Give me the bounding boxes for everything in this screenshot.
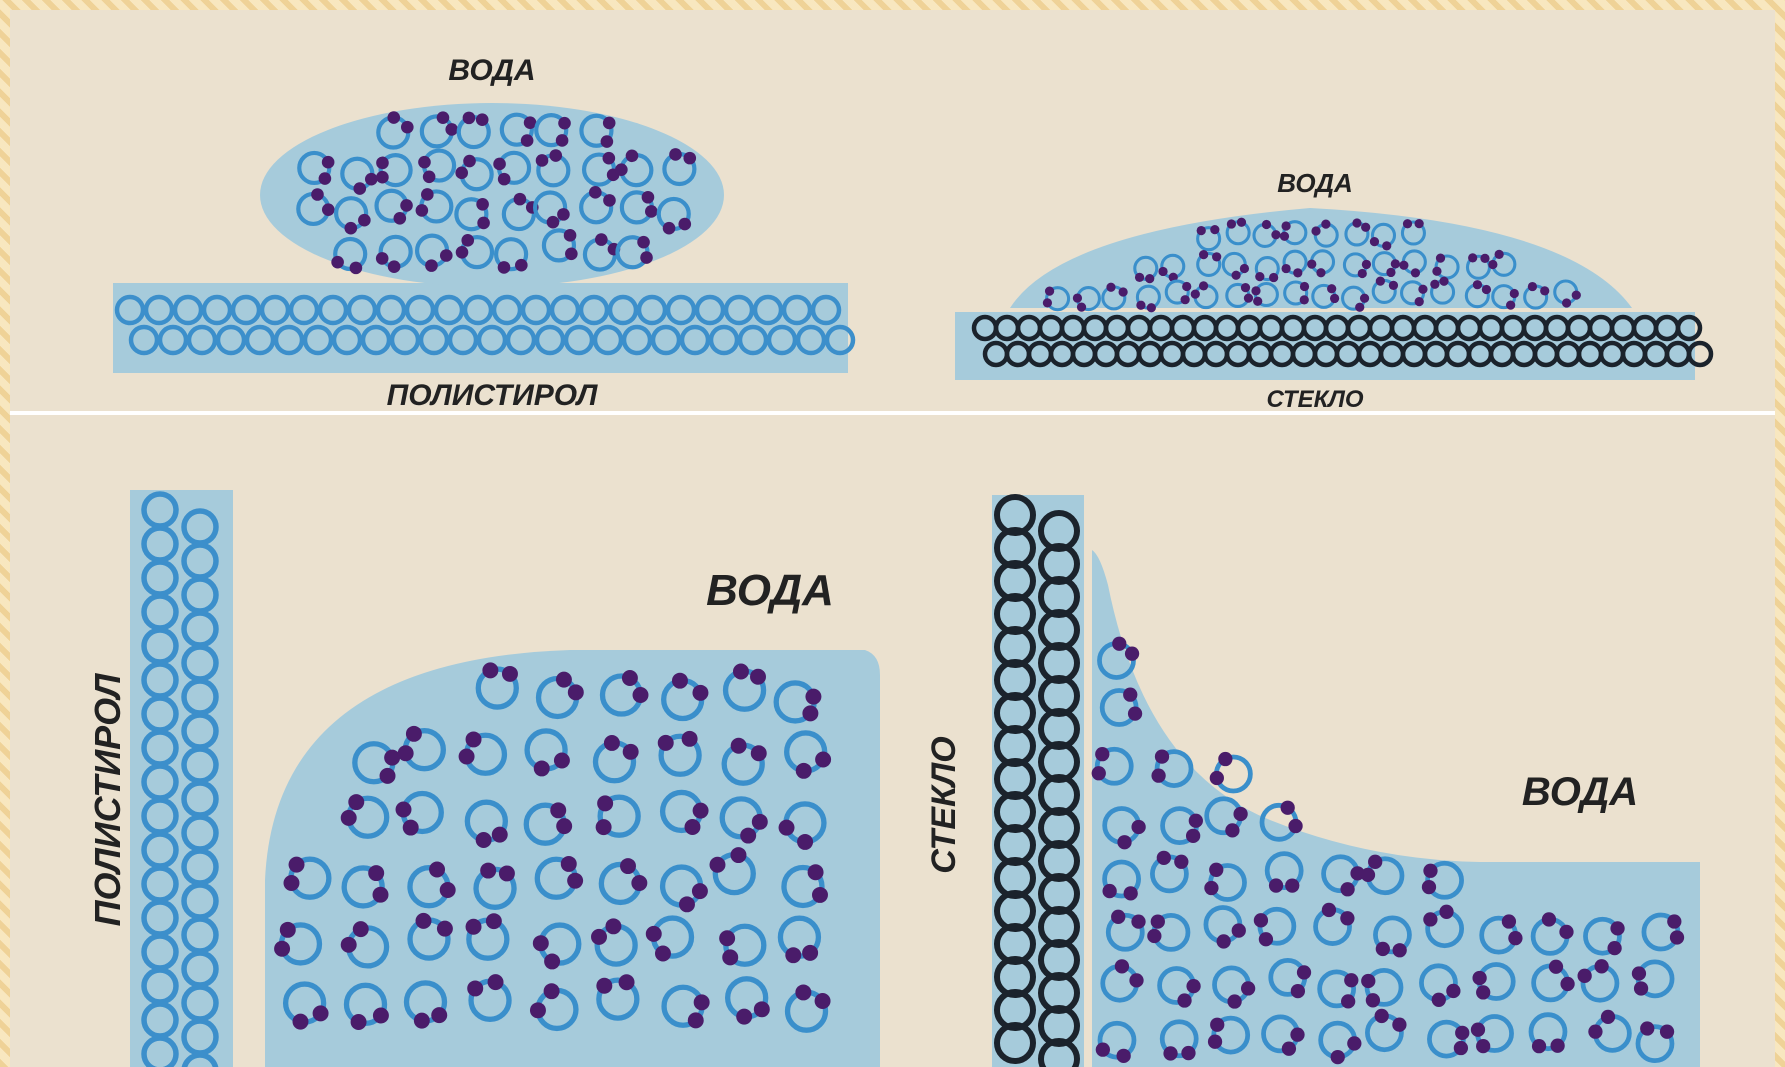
- wetting-diagram: ВОДА ПОЛИСТИРОЛ ВОДА СТЕКЛО ВОДА ПОЛИСТИ…: [10, 10, 1775, 1067]
- label-glass-vertical: СТЕКЛО: [925, 736, 963, 873]
- panel-drop-on-glass: ВОДА СТЕКЛО: [955, 168, 1711, 413]
- label-water-3: ВОДА: [706, 566, 834, 615]
- label-water-drop-1: ВОДА: [448, 54, 535, 87]
- label-water-4: ВОДА: [1522, 770, 1638, 814]
- water-molecule-icon: [1210, 752, 1251, 791]
- label-polystyrene-top: ПОЛИСТИРОЛ: [387, 379, 599, 412]
- diagram-sheet: ВОДА ПОЛИСТИРОЛ ВОДА СТЕКЛО ВОДА ПОЛИСТИ…: [10, 10, 1775, 1067]
- label-polystyrene-vertical: ПОЛИСТИРОЛ: [87, 672, 128, 926]
- label-glass-top: СТЕКЛО: [1267, 386, 1364, 413]
- panel-meniscus-polystyrene: ВОДА ПОЛИСТИРОЛ: [87, 490, 880, 1067]
- label-water-drop-2: ВОДА: [1277, 168, 1353, 198]
- panel-meniscus-glass: ВОДА СТЕКЛО: [925, 495, 1700, 1067]
- panel-drop-on-polystyrene: ВОДА ПОЛИСТИРОЛ: [113, 54, 853, 412]
